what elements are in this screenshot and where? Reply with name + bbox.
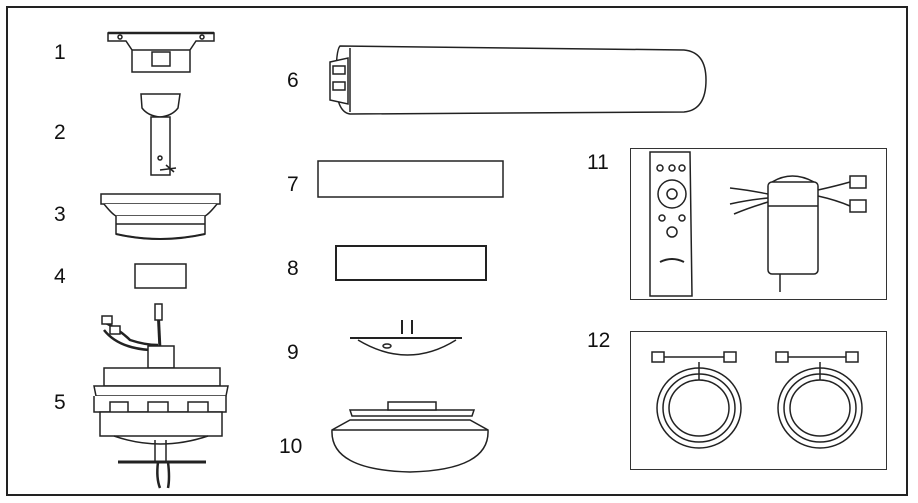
part-number-11: 11 xyxy=(587,151,609,174)
fan-blade-icon xyxy=(329,45,707,115)
mounting-bracket-icon xyxy=(107,31,215,73)
lower-switch-housing-icon xyxy=(335,245,487,281)
light-kit-icon xyxy=(350,320,462,356)
part-number-6: 6 xyxy=(287,69,299,92)
part-number-7: 7 xyxy=(287,173,299,196)
part-number-8: 8 xyxy=(287,257,299,280)
canopy-icon xyxy=(100,193,221,240)
extension-wires-icon xyxy=(651,351,863,449)
part-number-2: 2 xyxy=(54,121,66,144)
part-number-5: 5 xyxy=(54,391,66,414)
part-number-12: 12 xyxy=(587,329,611,352)
part-number-9: 9 xyxy=(287,341,299,364)
wires-box xyxy=(630,331,887,470)
part-number-3: 3 xyxy=(54,203,66,226)
remote-kit-box xyxy=(630,148,887,300)
motor-housing-icon xyxy=(93,303,229,489)
part-number-4: 4 xyxy=(54,265,66,288)
upper-switch-housing-icon xyxy=(317,160,504,198)
remote-and-receiver-icon xyxy=(649,151,867,297)
part-number-10: 10 xyxy=(279,435,303,458)
glass-shade-icon xyxy=(331,401,489,473)
downrod-icon xyxy=(140,93,181,176)
canopy-cover-ring-icon xyxy=(134,263,187,289)
part-number-1: 1 xyxy=(54,41,66,64)
